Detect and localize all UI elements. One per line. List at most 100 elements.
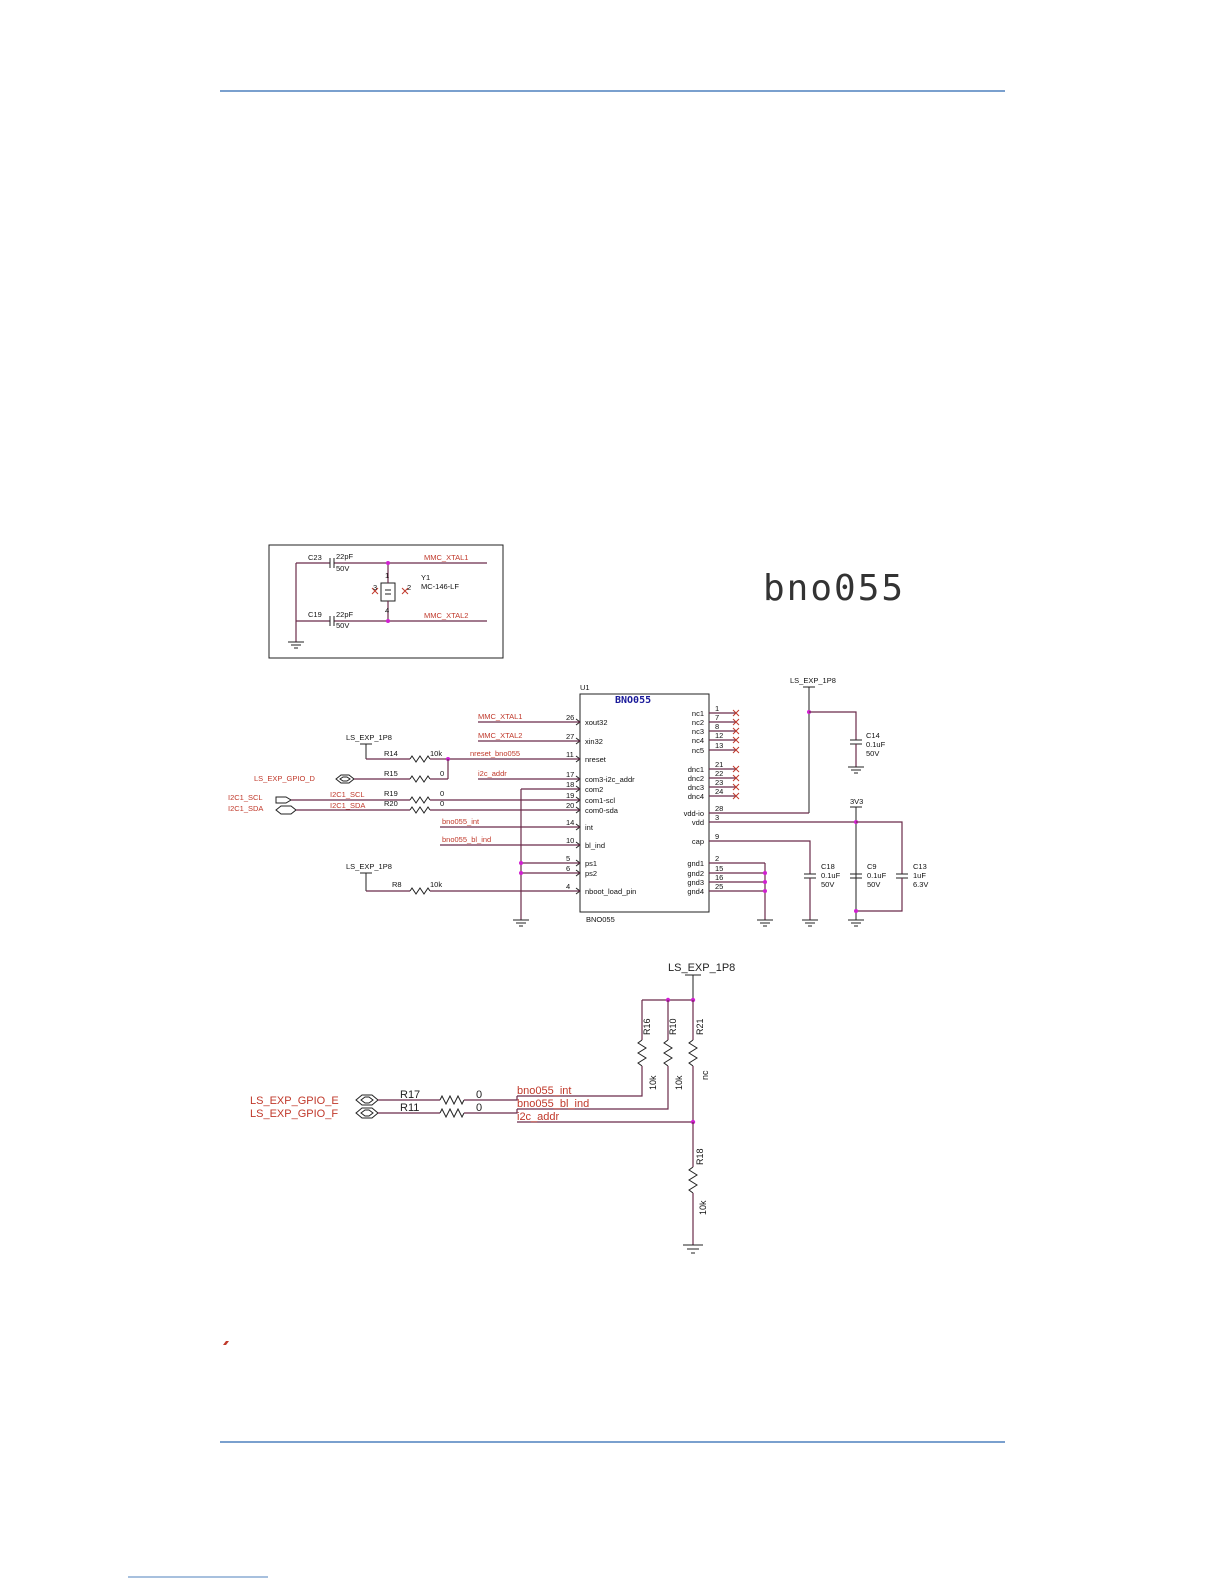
r19-ref: R19 [384,789,398,798]
y1-part: MC-146-LF [421,582,459,591]
c13-voltage: 6.3V [913,880,928,889]
chip-pin-label: nc1 [692,709,704,718]
c18-ref: C18 [821,862,835,871]
chip-pin-label: nc2 [692,718,704,727]
chip-pin-number: 2 [715,854,719,863]
chip-pin-number: 23 [715,778,723,787]
nc-marker [732,765,740,773]
chip-pin-label: xin32 [585,737,603,746]
crystal-block: C23 22pF 50V C19 22pF 50V Y1 MC-146-LF 1… [268,544,504,659]
nc-marker [732,746,740,754]
r17-ref: R17 [400,1089,420,1101]
r21-value: nc [700,1070,710,1080]
ls-exp-1p8-top: LS_EXP_1P8 [346,733,392,742]
stray-mark [223,1341,229,1345]
c9-value: 0.1uF [867,871,887,880]
chip-pin-number: 4 [566,882,570,891]
chip-pin-label: gnd3 [687,878,704,887]
chip-pin-number: 26 [566,713,574,722]
chip-pin-number: 3 [715,813,719,822]
r14-value: 10k [430,749,442,758]
r15-ref: R15 [384,769,398,778]
r15-value: 0 [440,769,444,778]
ls-exp-1p8-right: LS_EXP_1P8 [790,676,836,685]
chip-pin-number: 19 [566,791,574,800]
chip-pin-number: 22 [715,769,723,778]
chip-pin-label: com2 [585,785,603,794]
gpio-d-label: LS_EXP_GPIO_D [254,774,315,783]
nc-marker [732,792,740,800]
chip-footer: BNO055 [586,915,615,924]
chip-pin-label: gnd2 [687,869,704,878]
chip-pin-number: 6 [566,864,570,873]
chip-pin-label: vdd [692,818,704,827]
net-bno-int-bottom: bno055_int [517,1085,571,1097]
bno055-chip: U1 BNO055 BNO055 26xout3227xin3211nreset… [566,683,740,924]
r17-value: 0 [476,1089,482,1101]
chip-pin-label: int [585,823,594,832]
chip-pin-label: nc5 [692,746,704,755]
right-nets: LS_EXP_1P8 C14 0.1uF 50V 3V3 C9 0.1uF 50… [709,676,928,927]
nc-marker [732,727,740,735]
r10-value: 10k [674,1075,684,1090]
chip-pin-label: dnc1 [688,765,704,774]
chip-pin-number: 10 [566,836,574,845]
left-nets: MMC_XTAL1 MMC_XTAL2 nreset_bno055 LS_EXP… [228,712,580,927]
r11-ref: R11 [400,1102,419,1114]
r18-value: 10k [698,1200,708,1215]
v3v3-label: 3V3 [850,797,863,806]
r20-value: 0 [440,799,444,808]
c14-voltage: 50V [866,749,879,758]
chip-pin-number: 16 [715,873,723,882]
y1-pin1: 1 [385,571,389,580]
chip-pin-label: ps1 [585,859,597,868]
chip-pin-number: 21 [715,760,723,769]
chip-pin-number: 17 [566,770,574,779]
net-bno-bl-ind-bottom: bno055_bl_ind [517,1098,589,1110]
c19-voltage: 50V [336,621,349,630]
r19-value: 0 [440,789,444,798]
r8-value: 10k [430,880,442,889]
y1-pin2: 2 [407,583,411,592]
ls-exp-1p8-r8: LS_EXP_1P8 [346,862,392,871]
r16-ref: R16 [642,1018,652,1035]
nc-marker [732,783,740,791]
chip-pin-number: 15 [715,864,723,873]
chip-pin-number: 12 [715,731,723,740]
chip-pin-number: 11 [566,750,574,759]
chip-pin-label: dnc2 [688,774,704,783]
chip-pin-number: 25 [715,882,723,891]
gpio-f-label: LS_EXP_GPIO_F [250,1108,338,1120]
c9-ref: C9 [867,862,877,871]
chip-pin-number: 18 [566,780,574,789]
chip-pin-label: dnc3 [688,783,704,792]
chip-pin-label: vdd-io [684,809,704,818]
chip-pin-number: 8 [715,722,719,731]
schematic-title: bno055 [763,568,905,609]
pull-network: LS_EXP_1P8 R16 10k R10 10k R21 nc R18 10… [250,962,735,1254]
r14-ref: R14 [384,749,398,758]
net-xtal1-label: MMC_XTAL1 [424,553,468,562]
chip-pin-label: bl_ind [585,841,605,850]
r18-ref: R18 [695,1148,705,1165]
chip-pin-number: 5 [566,854,570,863]
net-xtal2-label: MMC_XTAL2 [424,611,468,620]
chip-pin-label: gnd1 [687,859,704,868]
chip-pin-label: ps2 [585,869,597,878]
chip-pin-number: 1 [715,704,719,713]
y1-pin3: 3 [373,583,377,592]
c19-ref: C19 [308,610,322,619]
c18-value: 0.1uF [821,871,841,880]
chip-pin-number: 14 [566,818,574,827]
c19-value: 22pF [336,610,354,619]
c23-voltage: 50V [336,564,349,573]
r11-value: 0 [476,1102,482,1114]
chip-name: BNO055 [615,695,651,706]
chip-pin-label: com0-sda [585,806,619,815]
chip-pin-label: xout32 [585,718,608,727]
chip-pin-number: 7 [715,713,719,722]
y1-ref: Y1 [421,573,430,582]
chip-pin-label: cap [692,837,704,846]
chip-pin-label: com3-i2c_addr [585,775,635,784]
